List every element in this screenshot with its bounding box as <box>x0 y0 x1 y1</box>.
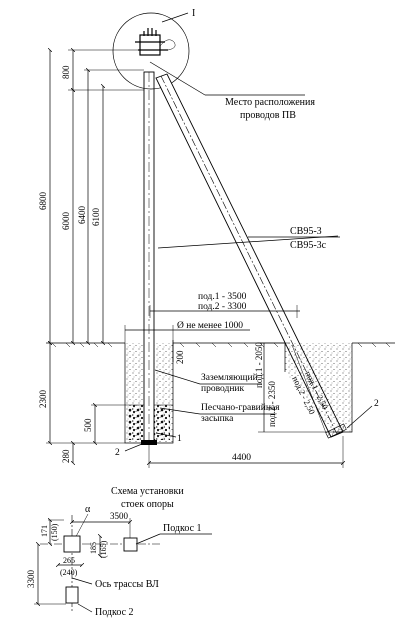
dim-6100: 6100 <box>91 208 101 227</box>
line-axis-label: Ось трассы ВЛ <box>95 579 159 590</box>
dim-s3500: 3500 <box>110 511 129 521</box>
grounding-note: Заземляющий проводник <box>154 369 262 394</box>
callout-marker: I <box>192 8 195 19</box>
scheme-title: Схема установки <box>111 486 184 497</box>
brace-1-label: Подкос 1 <box>163 523 202 534</box>
wire-location-label-2: проводов ПВ <box>240 110 296 121</box>
dim-6400: 6400 <box>77 206 87 225</box>
pos-1-label: 1 <box>177 434 182 444</box>
brace-pit <box>284 343 353 433</box>
wire-location-note: Место расположения проводов ПВ <box>205 94 315 121</box>
dim-200-label: 200 <box>175 350 185 364</box>
dim-s150: (150) <box>50 523 59 541</box>
brace-code-1: СВ95-3 <box>290 226 322 237</box>
dim-4400: 4400 <box>232 453 251 463</box>
brace-depth-dim: под.1 - 2050 под.2 - 2350 <box>254 342 333 433</box>
main-pole <box>141 71 157 445</box>
dim-4400-group: 4400 <box>149 436 343 468</box>
brace-2-plan <box>65 586 79 604</box>
sand-fill-note: Песчано-гравийная засыпка <box>159 402 280 424</box>
dim-s185: 185 <box>89 542 98 554</box>
pos-2b-label: 2 <box>374 399 379 409</box>
wire-location-label: Место расположения <box>225 97 315 108</box>
grounding-label: Заземляющий <box>201 372 258 383</box>
elevation-view: I Место расположения проводов ПВ СВ95-3 … <box>38 8 395 468</box>
brace-depth-1: под.1 - 2050 <box>254 342 264 388</box>
dim-2300: 2300 <box>38 390 48 409</box>
dim-800: 800 <box>61 65 71 79</box>
dim-s3300: 3300 <box>26 570 36 589</box>
brace-2-distance: под.2 - 3300 <box>198 302 247 312</box>
brace-1-distance: под.1 - 3500 <box>198 292 247 302</box>
alpha-label: α <box>85 504 91 515</box>
dim-6800: 6800 <box>38 192 48 211</box>
dim-s165: (165) <box>99 540 108 558</box>
top-callout <box>112 12 206 96</box>
brace-1-plan <box>123 537 138 552</box>
pos-2-label: 2 <box>115 448 120 458</box>
dim-s171: 171 <box>40 525 49 537</box>
dim-200: 200 <box>172 340 185 364</box>
pit-diameter-label: Ø не менее 1000 <box>177 321 243 331</box>
brace-code-2: СВ95-3с <box>290 240 327 251</box>
pos-2b-marker: 2 <box>346 399 379 429</box>
dim-s240: (240) <box>60 568 78 577</box>
brace-depth-2: под.2 - 2350 <box>267 381 277 427</box>
brace-distance-note: под.1 - 3500 под.2 - 3300 <box>149 292 300 318</box>
dim-6000: 6000 <box>61 212 71 231</box>
dim-500: 500 <box>83 418 93 432</box>
pole-plan <box>63 535 81 553</box>
brace-code-note: СВ95-3 СВ95-3с <box>157 226 340 251</box>
brace-2-label: Подкос 2 <box>95 607 134 618</box>
sand-fill-label: Песчано-гравийная <box>201 402 280 413</box>
scheme-title-2: стоек опоры <box>121 499 174 510</box>
grounding-label-2: проводник <box>201 384 244 394</box>
vertical-dims: 800 6800 6000 6400 6100 2300 500 280 <box>38 50 144 463</box>
dim-s265: 265 <box>63 556 75 565</box>
pos-2-marker: 2 <box>115 443 143 458</box>
plan-scheme: Схема установки стоек опоры α 3500 171 (… <box>26 486 212 618</box>
pos-1-marker: 1 <box>155 432 182 444</box>
sand-fill-label-2: засыпка <box>201 414 234 424</box>
dim-280: 280 <box>61 449 71 463</box>
